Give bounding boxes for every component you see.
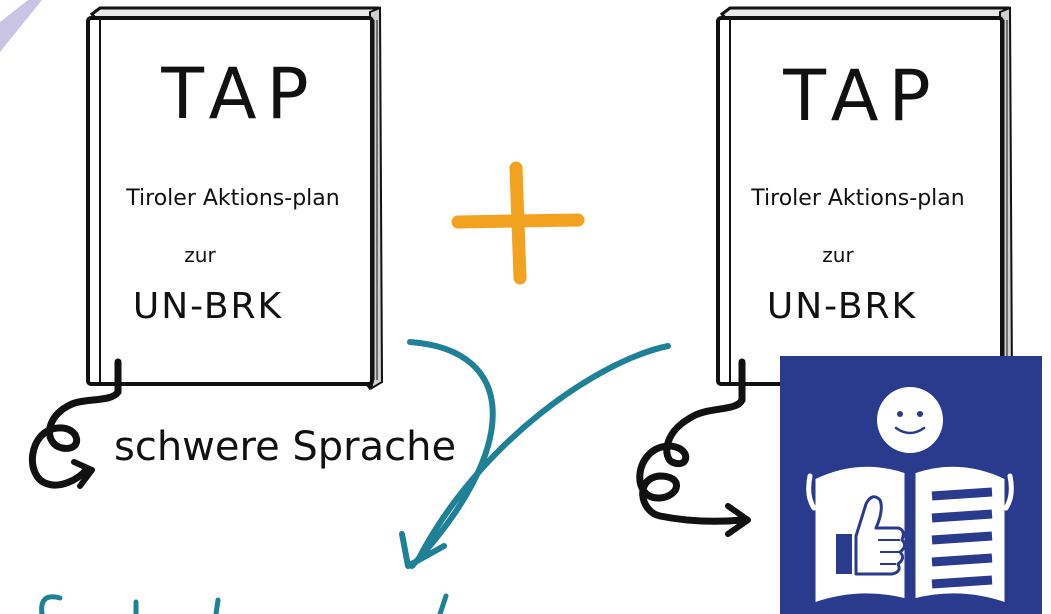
easy-read-logo: [780, 356, 1042, 614]
bookmark-loop-left: [28, 358, 122, 489]
book-subtitle-line1: Tiroler Aktions-plan: [125, 186, 339, 211]
plus-icon: [451, 161, 585, 285]
book-subtitle-line3: UN-BRK: [133, 286, 283, 327]
bookmark-loop-right: [636, 358, 746, 525]
book-right: TAP Tiroler Aktions-plan zur UN-BRK: [716, 6, 1014, 391]
book-subtitle-line3: UN-BRK: [767, 286, 917, 327]
thumbs-up-icon: [836, 495, 907, 576]
arrow-head-icon: [399, 531, 447, 569]
book-left: TAP Tiroler Aktions-plan zur UN-BRK: [86, 6, 384, 391]
book-subtitle-line2: zur: [822, 243, 854, 267]
hard-language-label: schwere Sprache: [114, 424, 456, 470]
book-title: TAP: [782, 55, 940, 137]
arrow-head-icon: [725, 503, 751, 537]
teal-arrow-left: [407, 339, 496, 569]
book-title: TAP: [160, 53, 318, 135]
cut-off-bottom-lettering: [39, 593, 449, 614]
book-subtitle-line2: zur: [184, 243, 216, 267]
teal-arrow-right: [415, 343, 671, 563]
decorative-stripe: [0, 0, 42, 52]
arrow-head-icon: [71, 459, 95, 489]
book-subtitle-line1: Tiroler Aktions-plan: [750, 186, 964, 211]
